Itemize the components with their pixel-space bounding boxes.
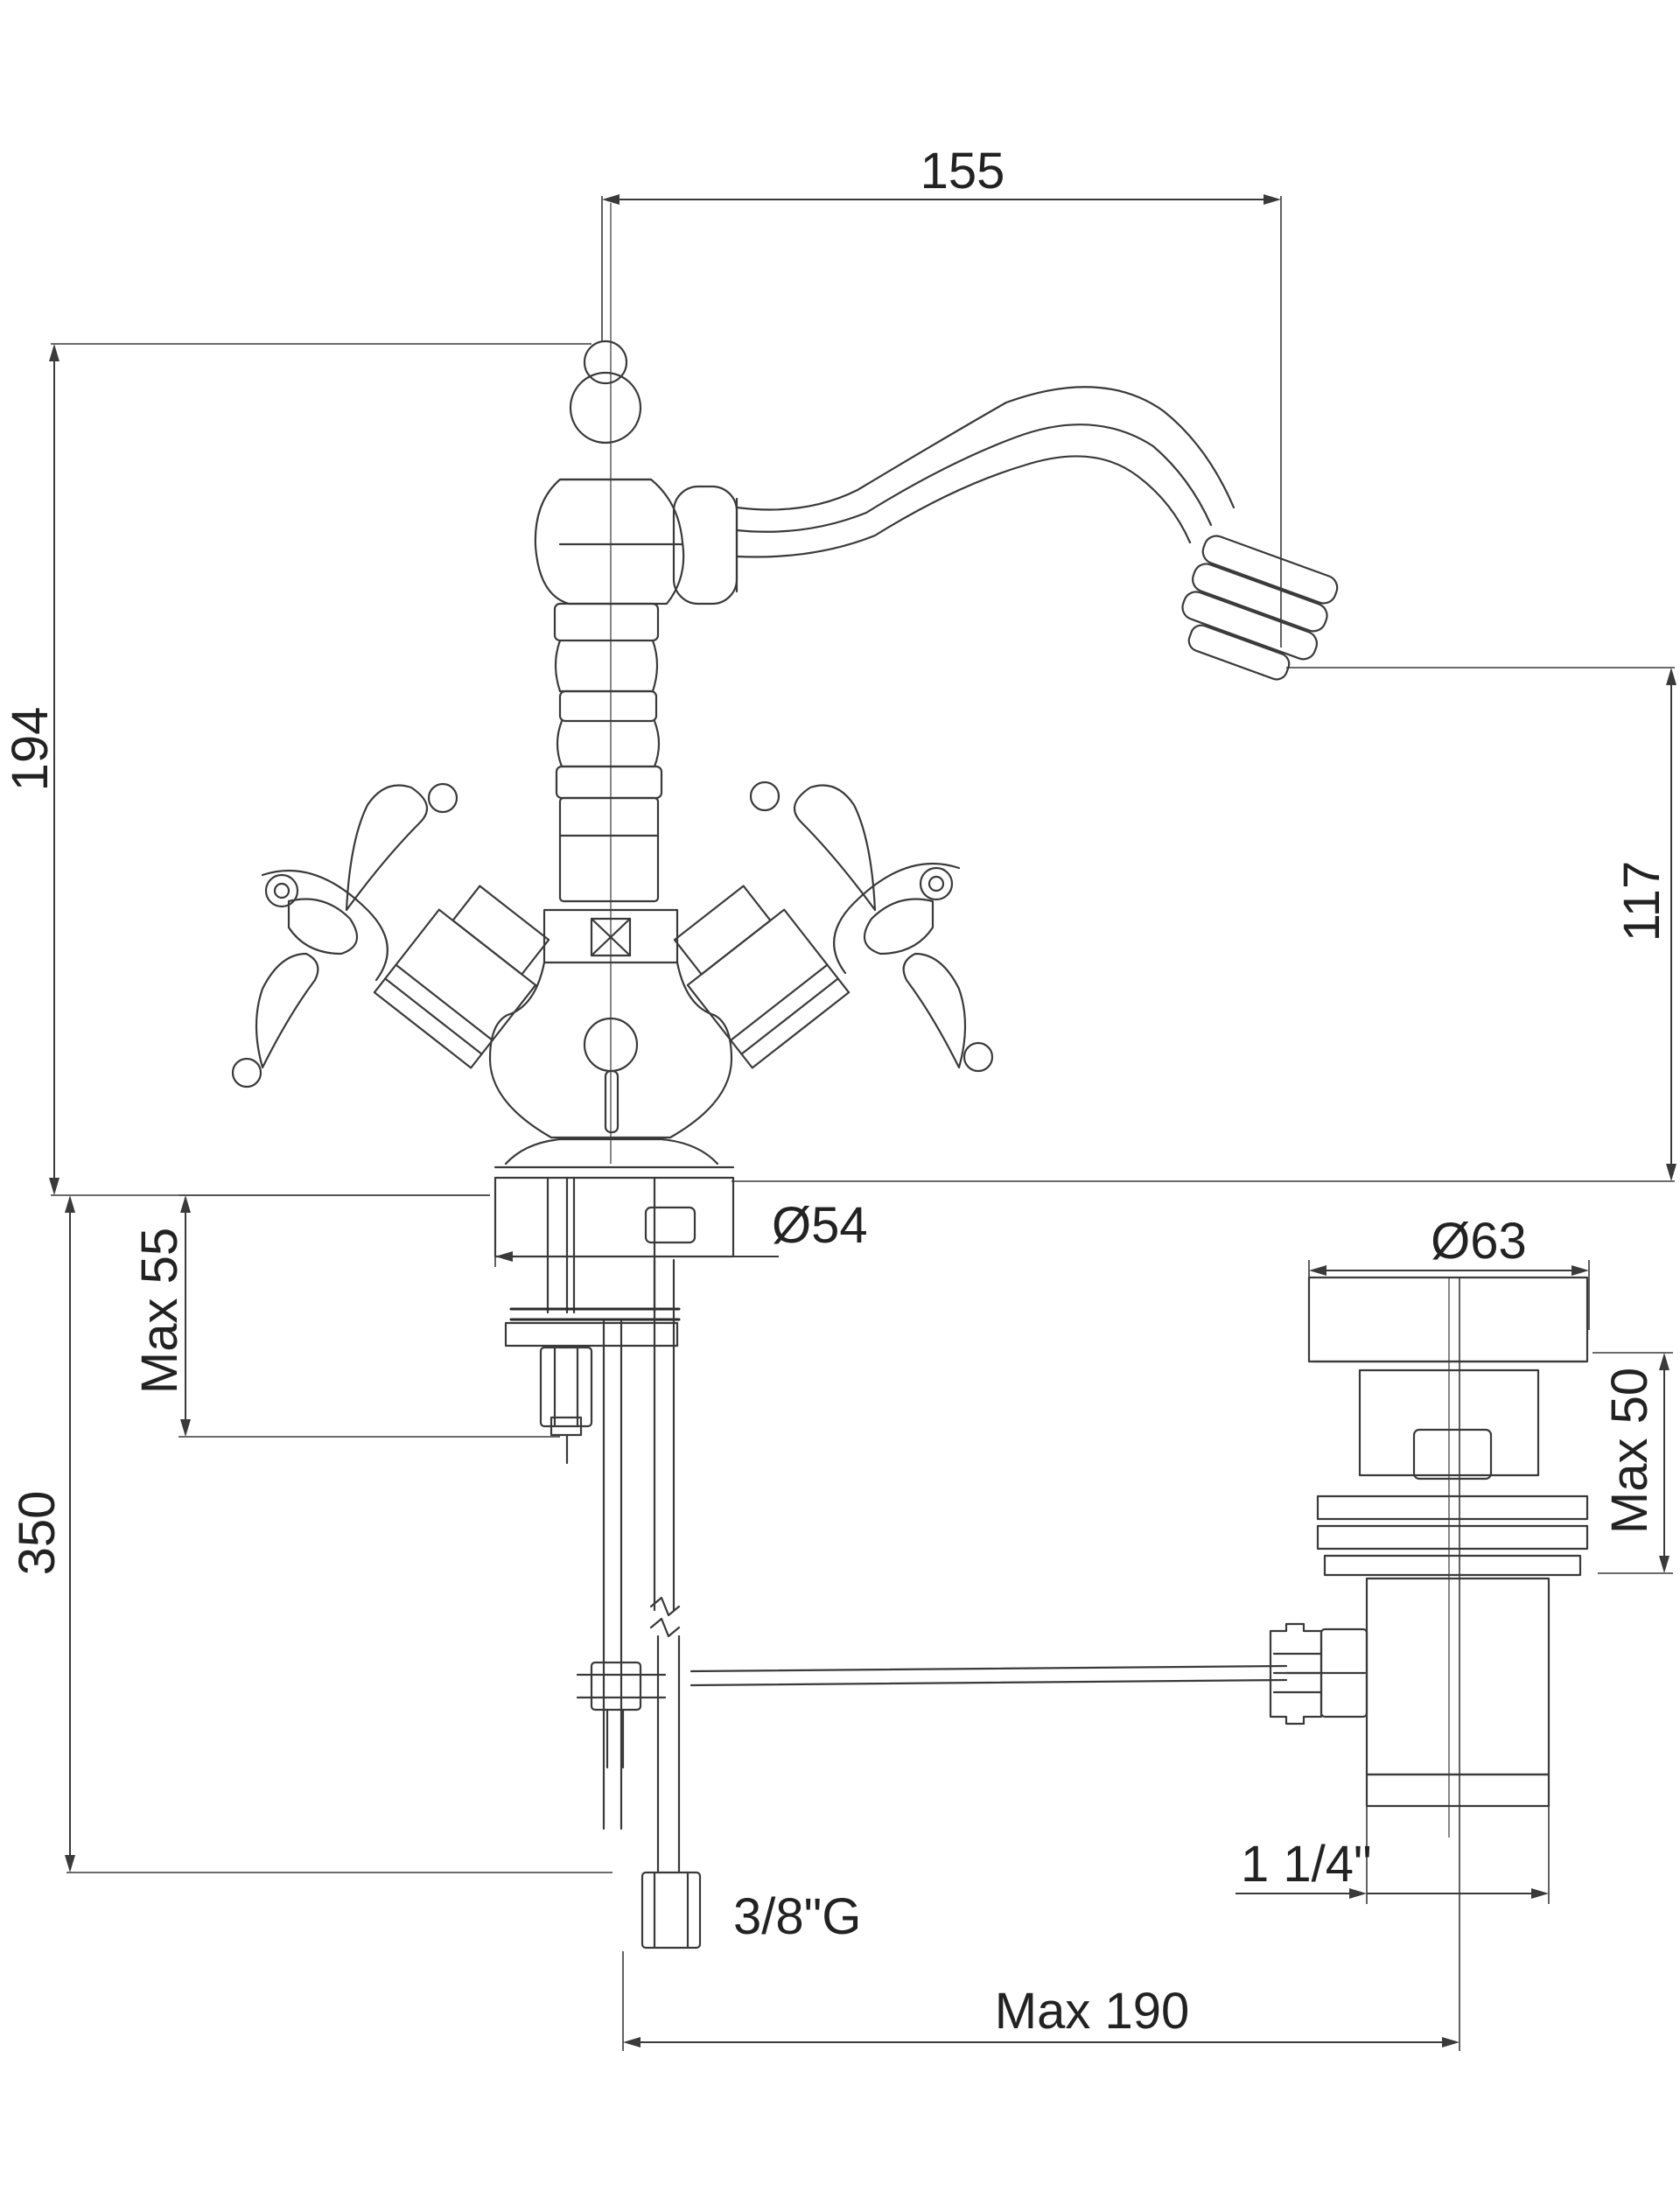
label-total-height: 194 xyxy=(2,707,59,792)
label-max-waste-thickness: Max 50 xyxy=(1601,1368,1658,1534)
label-spout-height: 117 xyxy=(1614,861,1670,942)
spout xyxy=(672,386,1339,681)
right-cross-handle xyxy=(673,780,994,1073)
center-lines xyxy=(610,203,1450,1838)
label-max-pull-rod: Max 190 xyxy=(995,1983,1189,2040)
dimension-labels: 155 194 117 Ø54 Max 55 350 Ø63 Max 50 1 … xyxy=(2,143,1670,2040)
label-spout-reach: 155 xyxy=(920,143,1005,200)
label-inlet-thread: 3/8"G xyxy=(733,1888,861,1945)
pop-up-waste xyxy=(1269,1276,1589,1808)
label-waste-thread: 1 1/4" xyxy=(1241,1836,1372,1893)
dimension-lines xyxy=(49,194,1676,2051)
label-waste-flange-diameter: Ø63 xyxy=(1431,1213,1527,1270)
label-base-diameter: Ø54 xyxy=(772,1197,868,1254)
label-max-deck-thickness: Max 55 xyxy=(131,1228,188,1394)
left-cross-handle xyxy=(231,782,550,1088)
label-hose-length: 350 xyxy=(9,1491,66,1576)
faucet-body xyxy=(488,340,735,1258)
under-deck-fittings xyxy=(504,1176,1367,1950)
